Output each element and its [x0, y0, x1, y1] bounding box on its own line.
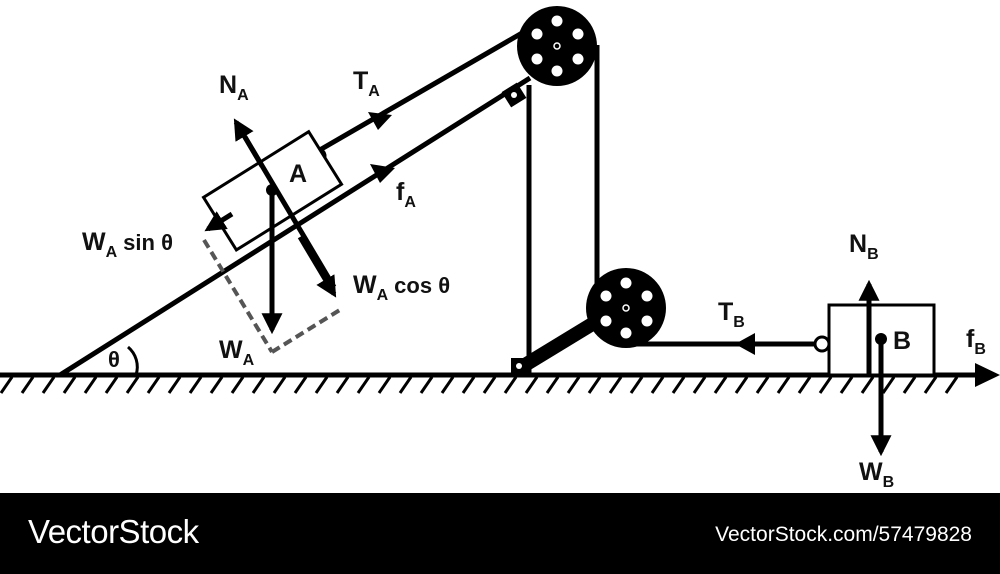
- weight-b-label: WB: [859, 458, 894, 491]
- friction-b-label: fB: [966, 325, 986, 358]
- center-a: [266, 184, 278, 196]
- friction-a-arrowhead: [370, 164, 395, 183]
- tension-b-arrowhead: [735, 333, 755, 355]
- tension-b-label: TB: [718, 298, 745, 331]
- ground-arrowhead: [975, 363, 1000, 387]
- top-pulley: [517, 6, 597, 86]
- weight-sin-arrow: [204, 211, 234, 232]
- angle-label: θ: [108, 347, 120, 372]
- friction-a-label: fA: [396, 178, 416, 211]
- angle-arc: [126, 345, 139, 376]
- center-b: [875, 333, 887, 345]
- weight-a-label: WA: [219, 336, 255, 369]
- block-a-label: A: [289, 160, 307, 188]
- ground-hatching: [0, 376, 959, 394]
- hook-b: [813, 335, 831, 353]
- brand-logo-text: VectorStock: [28, 513, 199, 550]
- incline-plane: [58, 75, 532, 378]
- lower-pulley: [586, 268, 666, 348]
- weight-cos-arrow: [297, 235, 337, 298]
- watermark-footer: VectorStock VectorStock.com/57479828: [0, 493, 1000, 574]
- normal-a-arrow: [233, 118, 265, 168]
- normal-a-label: NA: [219, 71, 249, 104]
- vertical-support: [526, 45, 600, 375]
- block-b-label: B: [893, 327, 911, 355]
- stock-url-text: VectorStock.com/57479828: [715, 523, 972, 546]
- normal-b-label: NB: [849, 230, 879, 263]
- ground: [0, 363, 1000, 394]
- tension-a-arrowhead: [368, 112, 392, 130]
- tension-a-label: TA: [353, 67, 380, 100]
- component-guides: [202, 238, 345, 354]
- string-a: [316, 15, 550, 154]
